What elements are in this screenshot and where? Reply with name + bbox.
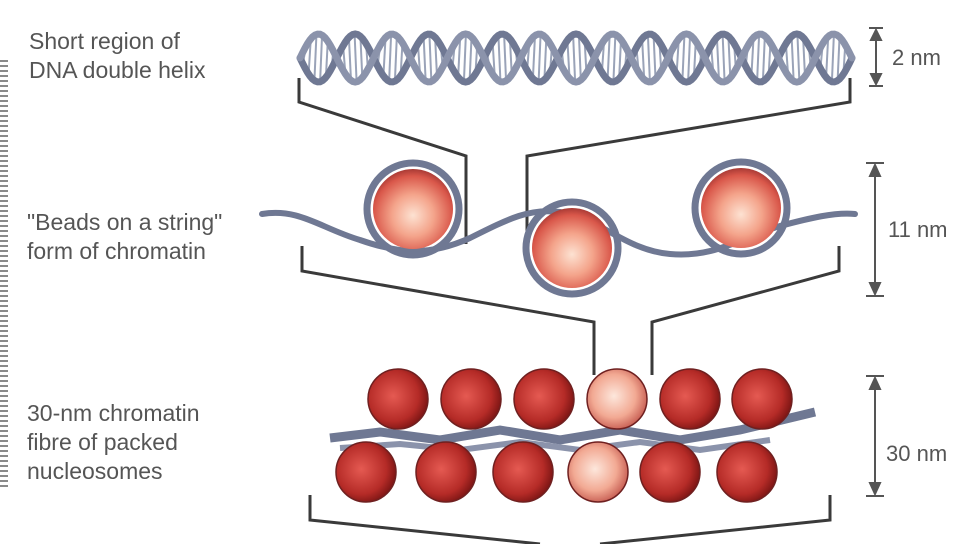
dna-base-pair	[608, 36, 610, 79]
dna-base-pair	[797, 34, 799, 82]
nucleosome-bead-left	[367, 163, 459, 255]
dna-base-pair	[395, 35, 397, 82]
dna-base-pair	[792, 36, 794, 79]
dna-base-pair	[688, 34, 690, 81]
dna-base-pair	[682, 35, 684, 80]
dna-base-pair	[504, 34, 506, 81]
dna-base-pair	[642, 39, 644, 78]
nucleosome-bead-right	[695, 162, 787, 254]
dna-base-pair	[424, 36, 426, 79]
dna-base-pair	[723, 34, 725, 82]
dna-base-pair	[355, 34, 357, 82]
beads-on-string	[262, 162, 855, 294]
dna-base-pair	[498, 35, 500, 80]
chromatin-fibre	[330, 369, 815, 502]
fibre-zoom-bracket	[310, 495, 830, 544]
dna-base-pair	[648, 34, 650, 81]
dna-base-pair	[349, 37, 351, 78]
dna-double-helix	[300, 34, 852, 82]
dna-base-pair	[389, 35, 391, 82]
dna-base-pair	[464, 34, 466, 81]
dna-base-pair	[838, 35, 840, 80]
fibre-dimension-marker	[866, 376, 884, 496]
dna-base-pair	[429, 34, 431, 82]
dna-base-pair	[832, 34, 834, 81]
dna-base-pair	[533, 37, 535, 78]
beads-dimension-marker	[866, 163, 884, 296]
dna-base-pair	[320, 34, 322, 81]
dna-base-pair	[826, 39, 828, 78]
fibre-nucleosomes-top-row	[368, 369, 792, 429]
dna-base-pair	[763, 35, 765, 82]
dna-dimension-marker	[869, 28, 883, 86]
dna-base-pair	[573, 35, 575, 82]
dna-base-pair	[539, 34, 541, 82]
dna-base-pair	[579, 35, 581, 82]
dna-base-pair	[757, 35, 759, 82]
dna-base-pair	[717, 37, 719, 78]
dna-base-pair	[613, 34, 615, 82]
dna-base-pair	[458, 39, 460, 78]
dna-base-pair	[314, 35, 316, 80]
nucleosome-bead-middle	[526, 202, 618, 294]
